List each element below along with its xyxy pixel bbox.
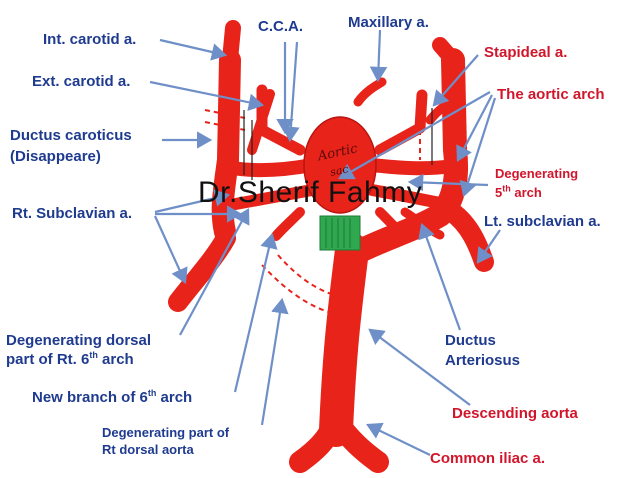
truncus-arteriosus (319, 215, 361, 251)
label-lt-subclavian: Lt. subclavian a. (484, 213, 601, 230)
label-ductus-arteriosus-2: Arteriosus (445, 352, 521, 369)
label-stapideal: Stapideal a. (484, 44, 568, 61)
arrow-ductus-arteriosus (418, 222, 462, 331)
degenerating-rt-dorsal-aorta-dashed (261, 264, 341, 316)
label-ductus-caroticus-2: (Disappeare) (10, 148, 101, 165)
arrow-common-iliac (366, 422, 431, 456)
left-4th-arch-vessel (366, 184, 456, 211)
cca-left-vessel (374, 89, 428, 156)
label-ductus-caroticus-1: Ductus caroticus (10, 127, 132, 144)
degenerating-rt-dorsal-aorta-dashed-2 (277, 254, 345, 299)
left-pulmonary-stub (375, 207, 408, 241)
arrow-maxillary (369, 29, 388, 83)
maxillary-vessel (353, 77, 387, 107)
right-pulmonary-stub (271, 207, 305, 241)
ductus-caroticus-dashed-1 (204, 109, 246, 119)
arrow-degenerating-5th (407, 173, 489, 192)
arrow-aortic-arch-3 (459, 97, 497, 198)
arrow-rt-subclavian-3 (153, 215, 188, 285)
label-cca: C.C.A. (258, 18, 303, 35)
label-ext-carotid: Ext. carotid a. (32, 73, 131, 90)
arrow-aortic-arch-2 (456, 94, 493, 162)
rt-subclavian-vessel (168, 228, 236, 312)
label-int-carotid: Int. carotid a. (43, 31, 137, 48)
label-deg-dorsal-2: part of Rt. 6th arch (6, 350, 134, 369)
arrow-deg-rt-dorsal (260, 297, 289, 426)
label-maxillary: Maxillary a. (348, 14, 429, 31)
label-common-iliac: Common iliac a. (430, 450, 546, 467)
ext-carotid-vessel (247, 89, 275, 155)
left-arch-vessel (365, 158, 459, 176)
label-ductus-arteriosus-1: Ductus (445, 332, 496, 349)
arrow-deg-dorsal (179, 208, 250, 336)
arrow-lt-subclavian (476, 229, 501, 264)
label-deg-rt-dorsal-2: Rt dorsal aorta (102, 442, 194, 457)
watermark-text: Dr.Sherif Fahmy (198, 176, 423, 209)
arrow-ext-carotid (149, 80, 265, 111)
ductus-caroticus-dashed-2 (204, 121, 246, 131)
label-aortic-arch: The aortic arch (497, 86, 605, 103)
arrow-int-carotid (159, 38, 228, 61)
right-4th-arch-vessel (224, 184, 318, 211)
label-rt-subclavian: Rt. Subclavian a. (12, 205, 133, 222)
lt-subclavian-vessel (442, 202, 494, 272)
label-deg-rt-dorsal-1: Degenerating part of (102, 425, 230, 440)
arrow-new-branch (233, 232, 278, 393)
label-degenerating-5th-2: 5th arch (495, 183, 542, 200)
label-new-branch: New branch of 6th arch (32, 388, 193, 407)
arrow-cca-2 (282, 41, 300, 143)
arrow-aortic-arch (338, 91, 491, 180)
descending-aorta-vessel (319, 233, 369, 447)
label-deg-dorsal-1: Degenerating dorsal (6, 332, 152, 349)
arrow-rt-subclavian (154, 189, 231, 214)
int-carotid-right-vessel (222, 20, 241, 68)
arrow-descending-aorta (368, 328, 471, 406)
label-descending-aorta: Descending aorta (452, 405, 578, 422)
arrow-stapideal (432, 54, 479, 107)
right-common-iliac-vessel (325, 409, 389, 473)
int-carotid-left-vessel (432, 37, 461, 68)
label-degenerating-5th-1: Degenerating (495, 166, 579, 181)
sac-text-2: sac (329, 162, 350, 179)
